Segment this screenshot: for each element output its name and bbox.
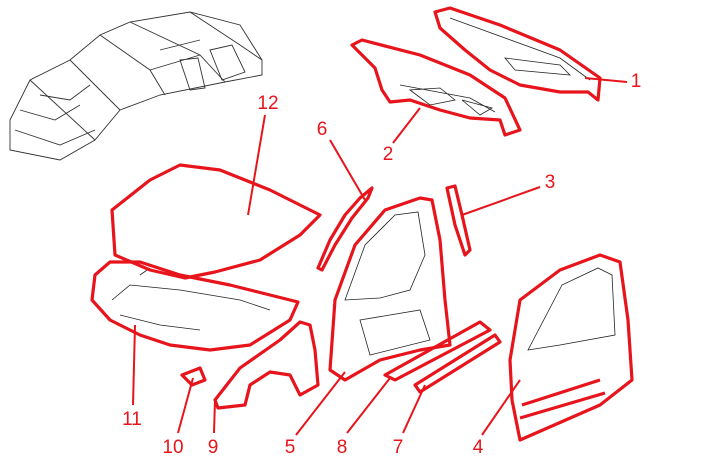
- part-2-rear-panel: [350, 38, 522, 137]
- part-5-body-side: [328, 196, 452, 382]
- part-4-rear-door: [508, 253, 634, 442]
- label-8: 8: [336, 437, 348, 458]
- part-7-sill-outer: [413, 333, 502, 394]
- label-5: 5: [284, 437, 296, 458]
- part-1-trunk-lid: [433, 6, 602, 102]
- label-10: 10: [162, 437, 184, 458]
- part-3-pillar: [445, 184, 472, 257]
- label-12: 12: [257, 93, 279, 114]
- label-9: 9: [207, 437, 219, 458]
- part-12-hood: [110, 163, 322, 280]
- leader-lines: [132, 77, 628, 436]
- label-1: 1: [630, 71, 642, 92]
- part-8-sill-inner: [383, 320, 492, 382]
- label-3: 3: [544, 172, 556, 193]
- label-2: 2: [382, 144, 394, 165]
- label-7: 7: [392, 437, 404, 458]
- part-9-front-fender: [213, 320, 320, 410]
- part-6-roof-rail: [316, 186, 374, 272]
- label-4: 4: [472, 437, 484, 458]
- part-10-bracket: [180, 366, 207, 387]
- label-11: 11: [122, 409, 142, 430]
- car-body-shell: [9, 11, 263, 161]
- label-6: 6: [316, 119, 328, 140]
